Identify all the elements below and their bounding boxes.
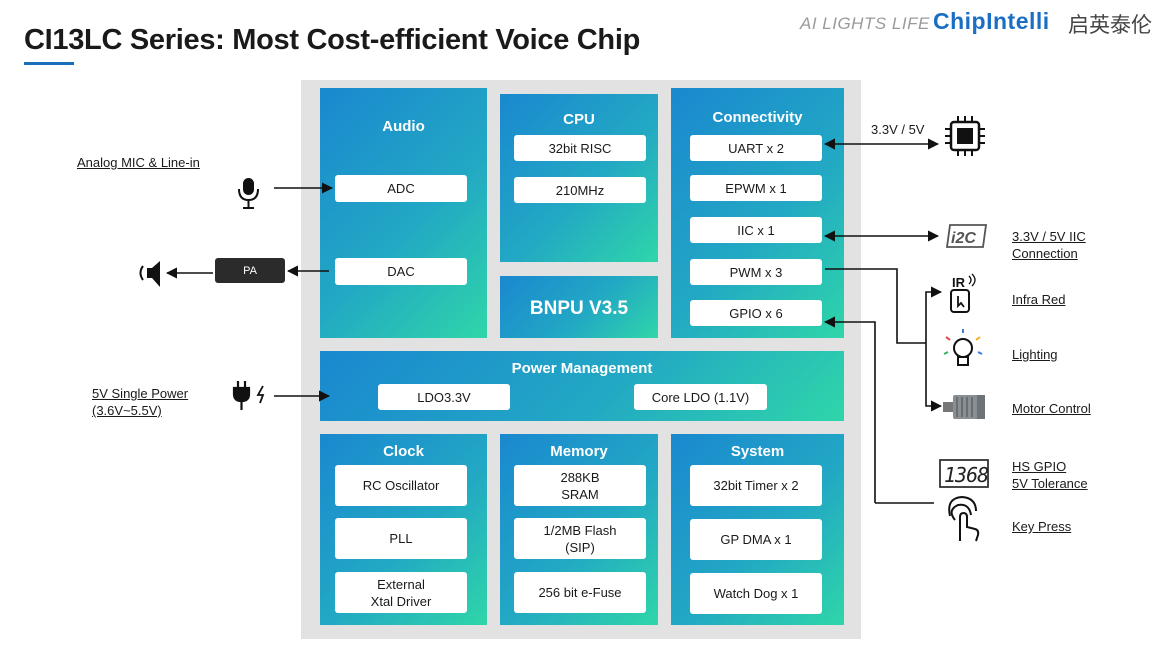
timer-box: 32bit Timer x 2 — [690, 465, 822, 506]
memory-block: Memory 288KB SRAM 1/2MB Flash (SIP) 256 … — [500, 434, 658, 625]
iic-label: 3.3V / 5V IIC Connection — [1012, 229, 1086, 261]
i2c-icon-text: i2C — [951, 230, 976, 247]
brand-logo-cn: 启英泰伦 — [1068, 14, 1152, 37]
system-block-title: System — [730, 443, 785, 460]
motor-icon — [943, 395, 985, 419]
pwm-to-ir-arrow — [925, 286, 943, 343]
bnpu-block: BNPU V3.5 — [500, 276, 658, 338]
system-block: System 32bit Timer x 2 GP DMA x 1 Watch … — [671, 434, 844, 625]
microphone-icon — [238, 178, 259, 209]
lightbulb-icon — [943, 329, 983, 366]
touch-key-icon — [948, 495, 980, 542]
bnpu-title: BNPU V3.5 — [529, 298, 629, 319]
page-title: CI13LC Series: Most Cost-efficient Voice… — [24, 24, 641, 56]
efuse-box: 256 bit e-Fuse — [514, 572, 646, 613]
cpu-block: CPU 32bit RISC 210MHz — [500, 94, 658, 262]
pa-box: PA — [215, 258, 285, 283]
rc-oscillator-box: RC Oscillator — [335, 465, 467, 506]
audio-block: Audio ADC DAC — [320, 88, 487, 338]
motor-control-label: Motor Control — [1012, 401, 1091, 416]
flash-box: 1/2MB Flash (SIP) — [514, 518, 646, 559]
hs-gpio-label: HS GPIO 5V Tolerance — [1012, 459, 1088, 491]
i2c-icon: i2C — [945, 224, 988, 248]
gpio-box: GPIO x 6 — [690, 300, 822, 326]
epwm-box: EPWM x 1 — [690, 175, 822, 201]
iic-box: IIC x 1 — [690, 217, 822, 243]
chip-icon — [945, 116, 985, 156]
cpu-freq-box: 210MHz — [514, 177, 646, 203]
adc-box: ADC — [335, 175, 467, 202]
sram-box: 288KB SRAM — [514, 465, 646, 506]
uart-box: UART x 2 — [690, 135, 822, 161]
power-plug-icon — [232, 381, 265, 410]
power-label: 5V Single Power (3.6V~5.5V) — [92, 386, 189, 418]
mic-label: Analog MIC & Line-in — [77, 155, 200, 170]
uart-voltage-label: 3.3V / 5V — [871, 122, 925, 137]
watchdog-box: Watch Dog x 1 — [690, 573, 822, 614]
cpu-core-box: 32bit RISC — [514, 135, 646, 161]
ir-remote-icon: IR — [950, 273, 976, 313]
speaker-icon — [139, 261, 160, 287]
dac-box: DAC — [335, 258, 467, 285]
pwm-line — [825, 268, 926, 344]
audio-block-title: Audio — [382, 118, 425, 135]
infra-red-label: Infra Red — [1012, 292, 1066, 307]
chip-block-diagram: Audio ADC DAC CPU 32bit RISC 210MHz BNPU… — [301, 80, 861, 639]
title-underline — [24, 62, 74, 65]
ir-icon-text: IR — [952, 275, 966, 290]
brand-logo: ChipIntelli — [933, 8, 1050, 34]
core-ldo-box: Core LDO (1.1V) — [634, 384, 767, 410]
pwm-box: PWM x 3 — [690, 259, 822, 285]
pll-box: PLL — [335, 518, 467, 559]
pwm-to-motor-arrow — [925, 343, 943, 412]
memory-block-title: Memory — [550, 443, 608, 460]
ldo-box: LDO3.3V — [378, 384, 510, 410]
seven-segment-display-icon: 1368 — [939, 459, 989, 488]
xtal-driver-box: External Xtal Driver — [335, 572, 467, 613]
dma-box: GP DMA x 1 — [690, 519, 822, 560]
connectivity-block-title: Connectivity — [712, 109, 803, 126]
connectivity-block: Connectivity UART x 2 EPWM x 1 IIC x 1 P… — [671, 88, 844, 338]
clock-block-title: Clock — [383, 443, 424, 460]
power-block-title: Power Management — [511, 360, 653, 377]
gpio-arrow — [823, 316, 876, 503]
lighting-label: Lighting — [1012, 347, 1058, 362]
key-press-label: Key Press — [1012, 519, 1072, 534]
power-management-block: Power Management LDO3.3V Core LDO (1.1V) — [320, 351, 844, 421]
tagline: AI LIGHTS LIFE — [800, 14, 930, 33]
gpio-display-text: 1368 — [944, 463, 988, 487]
cpu-block-title: CPU — [563, 111, 595, 128]
clock-block: Clock RC Oscillator PLL External Xtal Dr… — [320, 434, 487, 625]
